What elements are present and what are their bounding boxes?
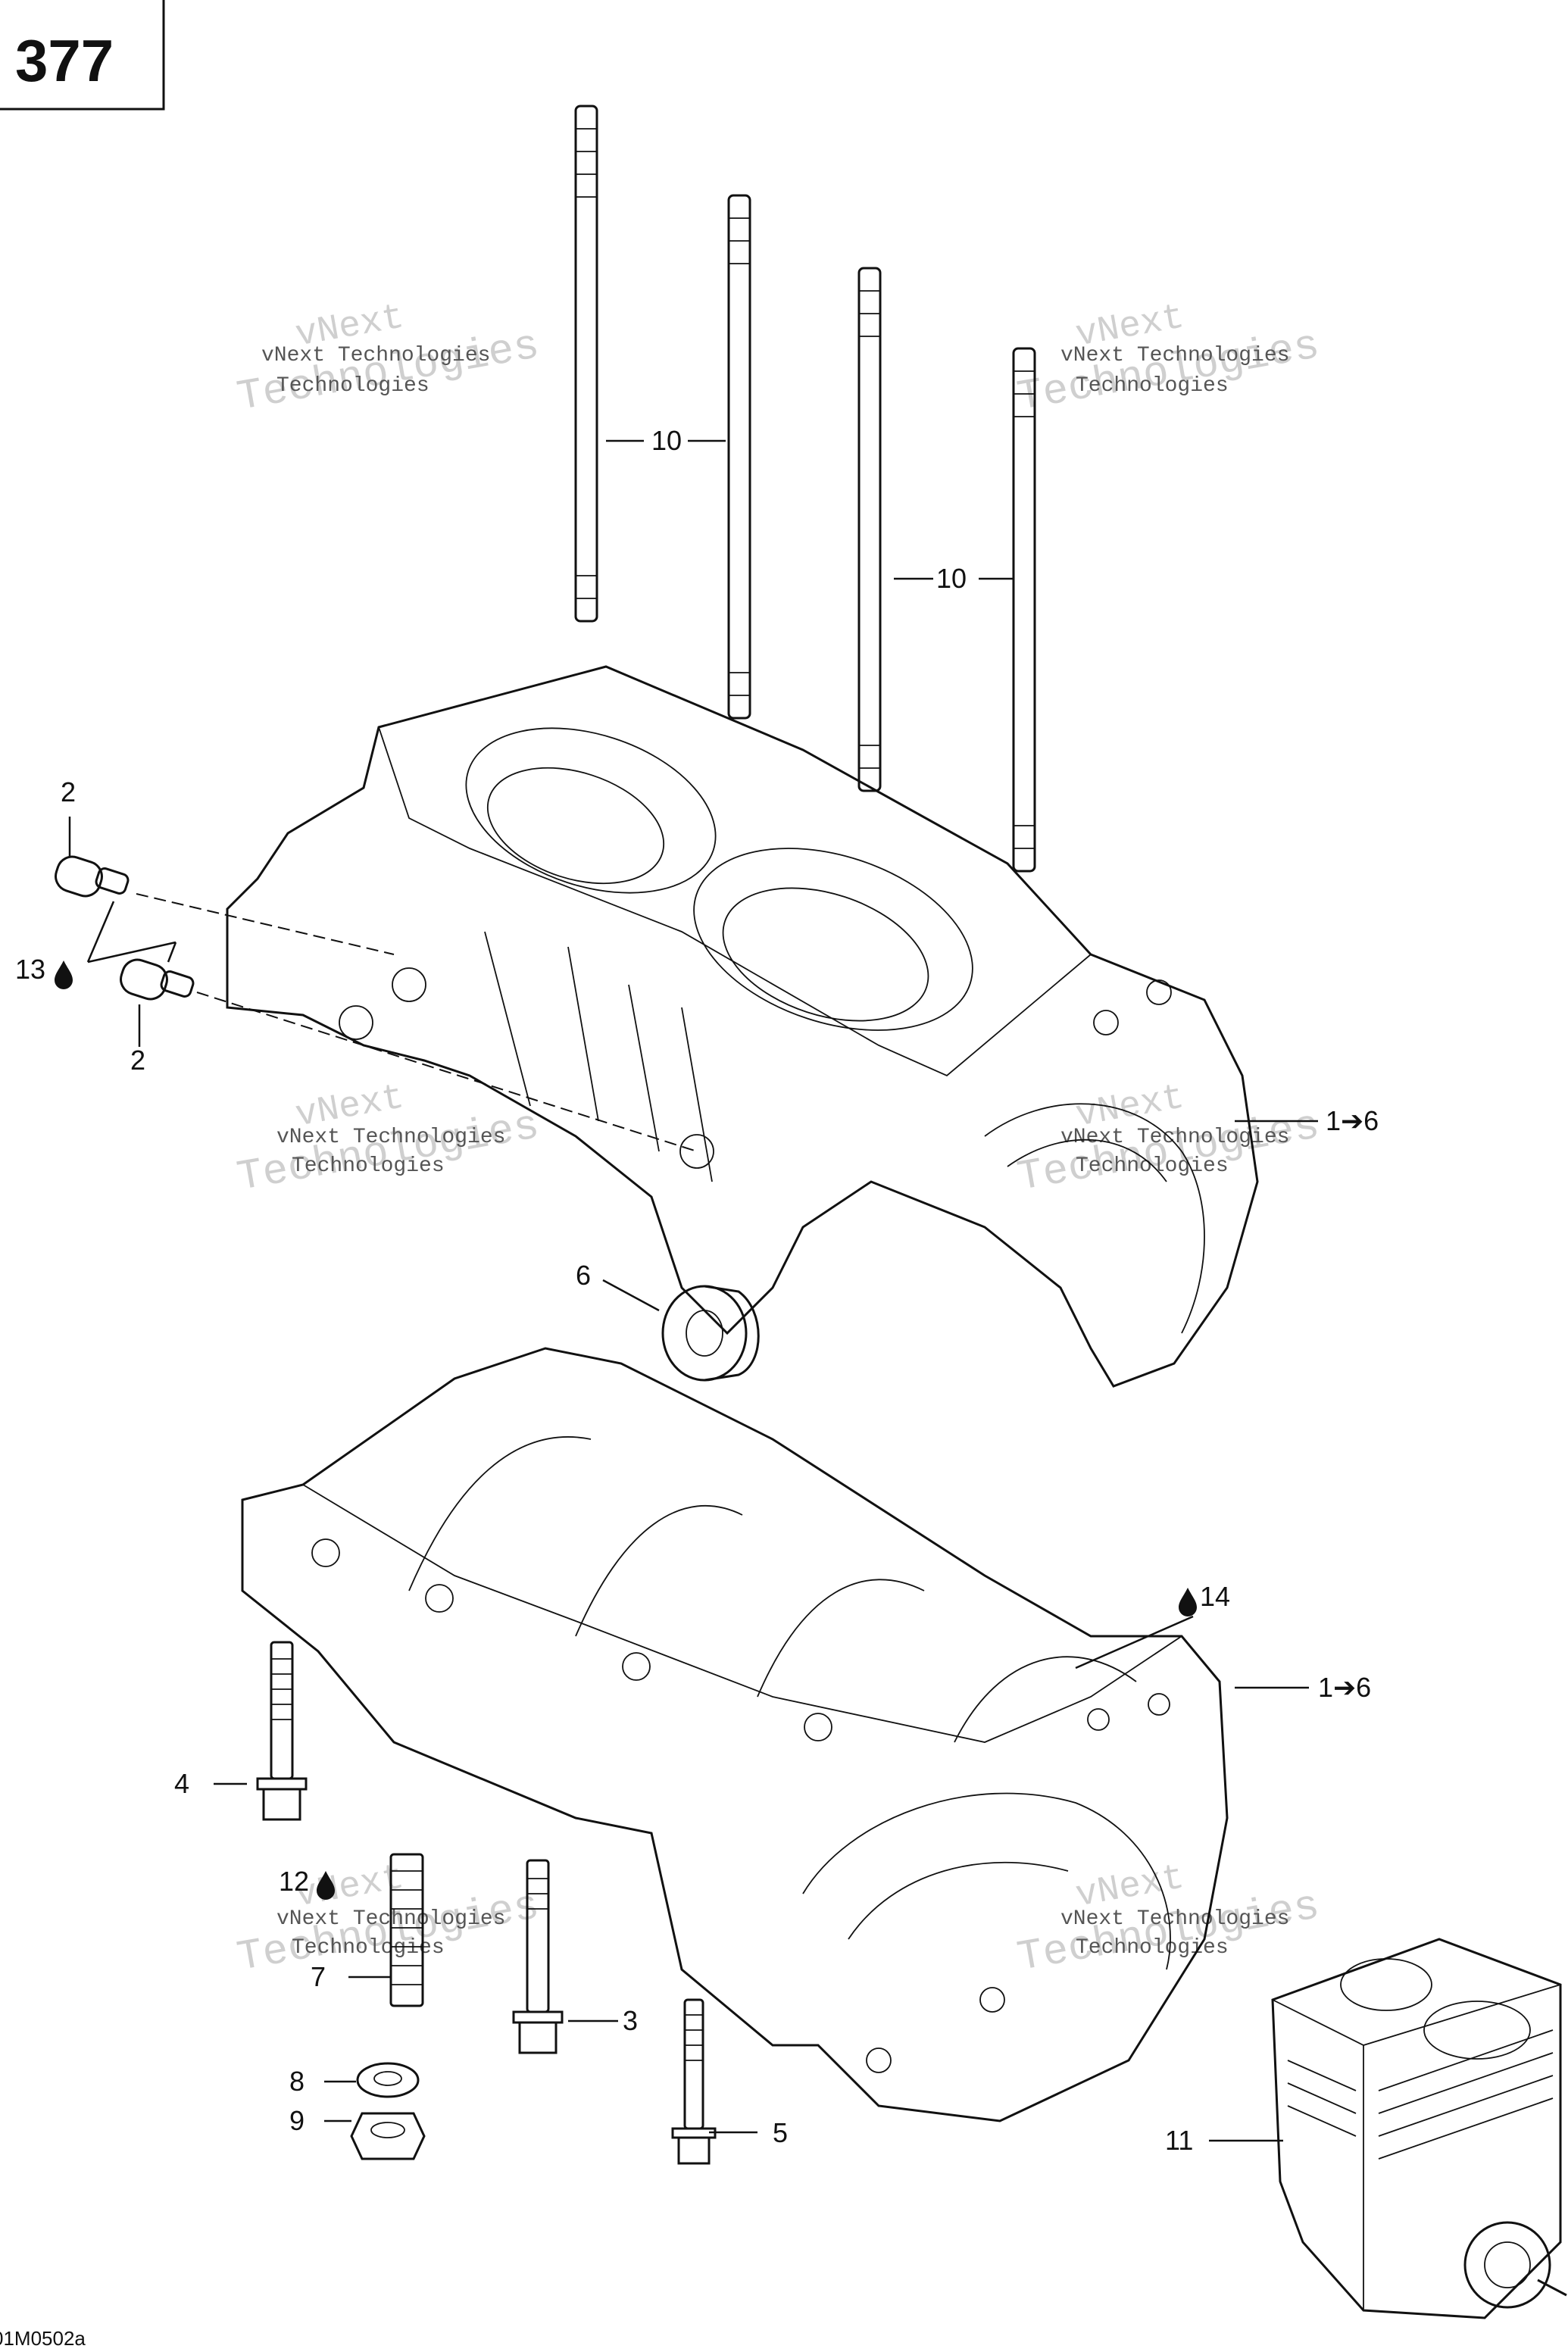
callout-11: 11: [1165, 2125, 1193, 2156]
watermark-text: Technologies: [292, 1154, 445, 1178]
watermark-text: vNext Technologies: [1060, 344, 1289, 367]
callout-10-right: 10: [936, 563, 967, 594]
callout-4: 4: [174, 1768, 189, 1799]
lower-crankcase: [241, 1347, 1229, 2122]
watermark-text: vNext Technologies: [1060, 1126, 1289, 1149]
callout-7: 7: [311, 1961, 326, 1992]
droplet-icon: [317, 1871, 335, 1900]
svg-text:12: 12: [279, 1866, 309, 1897]
stud-part-7: [389, 1853, 424, 2007]
callout-10-left: 10: [651, 425, 682, 456]
page-number: 377: [15, 27, 114, 94]
drawing-code: 01M0502a: [0, 2327, 86, 2350]
plug-part-2-lower: [120, 958, 195, 1001]
bolt-part-5: [671, 1998, 717, 2165]
callout-13: 13: [15, 954, 73, 989]
watermark-text: vNext Technologies: [261, 344, 490, 367]
seal-part-6: [661, 1285, 760, 1382]
stud-part-10: [1012, 347, 1036, 873]
callout-6: 6: [576, 1260, 591, 1291]
watermark-text: vNext Technologies: [1060, 1907, 1289, 1931]
watermark-group: vNext Technologies vNext Technologies Te…: [233, 297, 1323, 1982]
washer-part-8: [356, 2062, 420, 2098]
droplet-icon: [55, 960, 73, 989]
watermark-text: Technologies: [1076, 1936, 1229, 1960]
svg-text:13: 13: [15, 954, 45, 985]
callout-3: 3: [623, 2005, 638, 2036]
watermark-text: Technologies: [1076, 1154, 1229, 1178]
watermark-text: Technologies: [276, 374, 429, 398]
callout-12: 12: [279, 1866, 335, 1900]
stud-part-10: [857, 267, 882, 792]
alignment-line: [136, 893, 395, 955]
bolt-part-4: [256, 1641, 308, 1821]
callout-1-6-bottom: 1➔6: [1318, 1672, 1371, 1703]
engine-assembly-part-11: [1271, 1938, 1567, 2319]
upper-crankcase: [226, 665, 1259, 1388]
callout-2-upper: 2: [61, 776, 76, 807]
page-number-box: 377: [0, 0, 165, 111]
callout-8: 8: [289, 2066, 305, 2097]
plug-part-2-upper: [55, 855, 130, 898]
leader-lines: [68, 439, 1318, 2142]
svg-text:14: 14: [1200, 1581, 1230, 1612]
callout-14: 14: [1179, 1581, 1230, 1616]
callout-labels: 10 10 2 13 2 1➔6 6 14 1➔6 4 12 7 8 9 3 5…: [15, 425, 1379, 2156]
nut-part-9: [350, 2112, 426, 2160]
stud-part-10: [727, 194, 751, 720]
stud-part-10: [574, 105, 598, 623]
watermark-text: vNext Technologies: [276, 1126, 505, 1149]
alignment-line: [196, 992, 698, 1152]
watermark-text: Technologies: [1076, 374, 1229, 398]
callout-1-6-top: 1➔6: [1326, 1105, 1379, 1136]
callout-5: 5: [773, 2117, 788, 2148]
callout-2-lower: 2: [130, 1045, 145, 1076]
bolt-part-3: [512, 1859, 564, 2054]
watermark-text: Technologies: [292, 1936, 445, 1960]
callout-9: 9: [289, 2105, 305, 2136]
droplet-icon: [1179, 1588, 1197, 1616]
